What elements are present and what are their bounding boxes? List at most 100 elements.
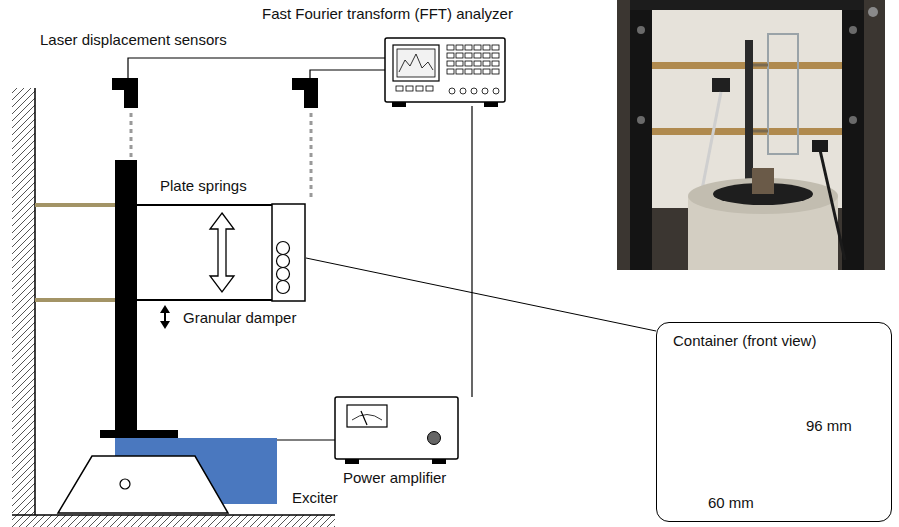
rig-photo [753, 130, 768, 133]
motion-arrow [210, 213, 234, 292]
fft-analyzer [456, 53, 463, 58]
power-amplifier [428, 432, 441, 445]
fft-analyzer [492, 45, 499, 50]
rig-photo [752, 168, 774, 194]
motion-arrow [160, 321, 170, 329]
fft-analyzer [465, 45, 472, 50]
rig-photo [849, 116, 857, 124]
support-beam [137, 299, 272, 301]
laser-sensor [130, 113, 133, 158]
rig-photo [768, 34, 798, 154]
exciter [58, 438, 277, 513]
fft-analyzer [397, 49, 435, 77]
motion-arrow [160, 305, 170, 313]
fft-analyzer [474, 61, 481, 66]
fft-analyzer [492, 61, 499, 66]
fixed-wall [12, 515, 335, 527]
fft-analyzer [393, 45, 439, 81]
amplifier-label: Power amplifier [343, 469, 446, 487]
support-beam [115, 160, 137, 432]
laser-sensor [112, 78, 138, 108]
rig-photo [812, 140, 828, 152]
fft-analyzer [465, 53, 472, 58]
fft-analyzer [465, 61, 472, 66]
fft-analyzer [492, 69, 499, 74]
fft-analyzer [493, 88, 499, 94]
rig-photo [617, 0, 885, 270]
spring-label: Plate springs [160, 177, 247, 195]
granular-damper [277, 255, 290, 268]
sensor-label: Laser displacement sensors [40, 31, 227, 49]
fft-analyzer [385, 38, 505, 107]
laser-sensor [310, 113, 313, 198]
fft-analyzer [471, 88, 477, 94]
fft-analyzer [483, 53, 490, 58]
signal-wire [277, 439, 335, 440]
exciter [58, 456, 228, 513]
fft-analyzer [447, 45, 454, 50]
rig-photo [712, 78, 730, 92]
rig-photo [652, 8, 842, 208]
fft-analyzer [460, 88, 466, 94]
fft-analyzer [465, 69, 472, 74]
signal-wire [128, 58, 472, 440]
fft-analyzer [399, 54, 433, 72]
rig-photo [630, 0, 652, 270]
rig-photo [637, 116, 645, 124]
plate-spring [35, 298, 117, 302]
exciter-label: Exciter [292, 489, 338, 507]
fft-analyzer [449, 88, 455, 94]
power-amplifier [352, 415, 382, 421]
fft-analyzer [483, 69, 490, 74]
fft-analyzer [426, 86, 433, 91]
rig-photo [849, 26, 857, 34]
power-amplifier [361, 411, 367, 425]
plate-spring [35, 203, 117, 207]
support-beam [100, 430, 178, 438]
dimension-label: 60 mm [708, 494, 754, 512]
fft-analyzer [396, 86, 403, 91]
dimension-label: 96 mm [806, 417, 852, 435]
fft-analyzer [474, 69, 481, 74]
fft-analyzer [416, 86, 423, 91]
fixed-wall [12, 88, 35, 515]
fft-analyzer [456, 69, 463, 74]
laser-sensor [292, 78, 318, 108]
rig-photo [842, 0, 864, 270]
fft-analyzer [396, 45, 499, 94]
damper-label: Granular damper [183, 309, 296, 327]
signal-wire [128, 58, 385, 78]
rig-photo [820, 150, 845, 260]
fixed-wall [12, 88, 335, 527]
fft-analyzer [474, 53, 481, 58]
fft-analyzer [385, 38, 505, 102]
device-label: Fast Fourier transform (FFT) analyzer [262, 5, 513, 23]
granular-damper [272, 204, 305, 301]
granular-damper [272, 204, 305, 301]
fft-analyzer [483, 45, 490, 50]
power-amplifier [347, 405, 387, 427]
plate-spring [35, 203, 117, 302]
rig-photo [753, 64, 768, 67]
node-title: Container (front view) [673, 332, 816, 350]
fft-analyzer [474, 45, 481, 50]
fft-analyzer [456, 61, 463, 66]
rig-photo [617, 0, 885, 270]
support-beam [137, 204, 272, 206]
rig-photo [630, 0, 864, 10]
support-beam [100, 160, 272, 438]
fft-analyzer [447, 53, 454, 58]
laser-sensor [112, 78, 318, 198]
fft-analyzer [447, 61, 454, 66]
leader-line [306, 258, 656, 331]
rig-photo [637, 26, 645, 34]
signal-wire [310, 70, 385, 78]
power-amplifier [335, 397, 458, 459]
power-amplifier [335, 397, 458, 464]
granular-damper [277, 242, 290, 255]
rig-photo [868, 7, 878, 17]
leader-line [306, 258, 656, 331]
exciter [120, 479, 130, 489]
callout-box: Container (front view) [656, 322, 892, 522]
